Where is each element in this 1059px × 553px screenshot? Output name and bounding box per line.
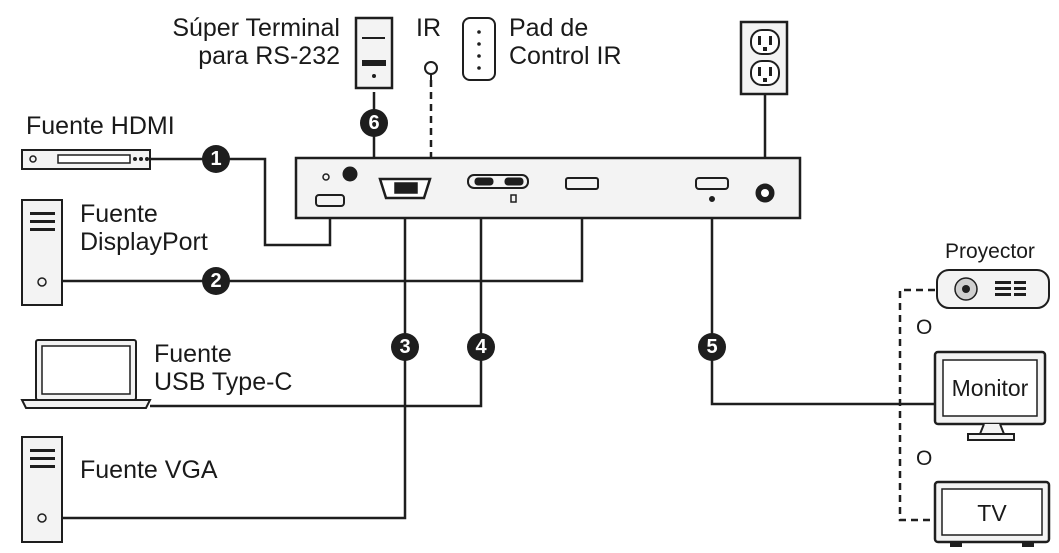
pad-label-line1: Pad de [509, 14, 589, 42]
pad-label-line2: Control IR [509, 42, 622, 70]
ir-remote-pad [462, 17, 496, 81]
wall-outlet [739, 20, 789, 96]
badge-3: 3 [391, 333, 419, 361]
monitor-label: Monitor [951, 375, 1029, 401]
usbc-source-label-line1: Fuente [154, 340, 232, 368]
badge-5: 5 [698, 333, 726, 361]
displayport-source-label: Fuente DisplayPort [80, 200, 208, 256]
pad-label: Pad de Control IR [509, 14, 622, 70]
usbc-source-label: Fuente USB Type-C [154, 340, 292, 396]
projector-label: Proyector [945, 240, 1035, 263]
vga-source-label: Fuente VGA [80, 456, 218, 484]
ir-label: IR [416, 14, 441, 42]
displayport-source-device [21, 199, 63, 306]
laptop-device [20, 339, 152, 409]
monitor-device [933, 350, 1047, 441]
terminal-label-line2: para RS-232 [198, 42, 340, 70]
projector-device [936, 269, 1050, 309]
wire-output-bracket [898, 288, 935, 522]
hdmi-source-device [21, 149, 151, 170]
or-label-1: O [916, 316, 933, 339]
badge-2: 2 [202, 267, 230, 295]
displayport-source-label-line2: DisplayPort [80, 228, 208, 256]
displayport-source-label-line1: Fuente [80, 200, 158, 228]
vga-source-device [21, 436, 63, 543]
badge-6: 6 [360, 109, 388, 137]
wire-displayport [60, 190, 584, 283]
usbc-source-label-line2: USB Type-C [154, 368, 293, 396]
main-unit [294, 156, 802, 220]
or-label-2: O [916, 447, 933, 470]
tv-label: TV [977, 500, 1007, 526]
wire-usbc [150, 190, 483, 408]
hdmi-source-label: Fuente HDMI [26, 112, 175, 140]
wire-vga [60, 195, 407, 520]
terminal-device [354, 16, 394, 90]
badge-1: 1 [202, 145, 230, 173]
terminal-label: Súper Terminal para RS-232 [140, 14, 340, 70]
ir-receiver [424, 61, 438, 82]
wire-hdmi-out [710, 200, 935, 406]
tv-device [933, 480, 1051, 547]
terminal-label-line1: Súper Terminal [172, 14, 340, 42]
badge-4: 4 [467, 333, 495, 361]
